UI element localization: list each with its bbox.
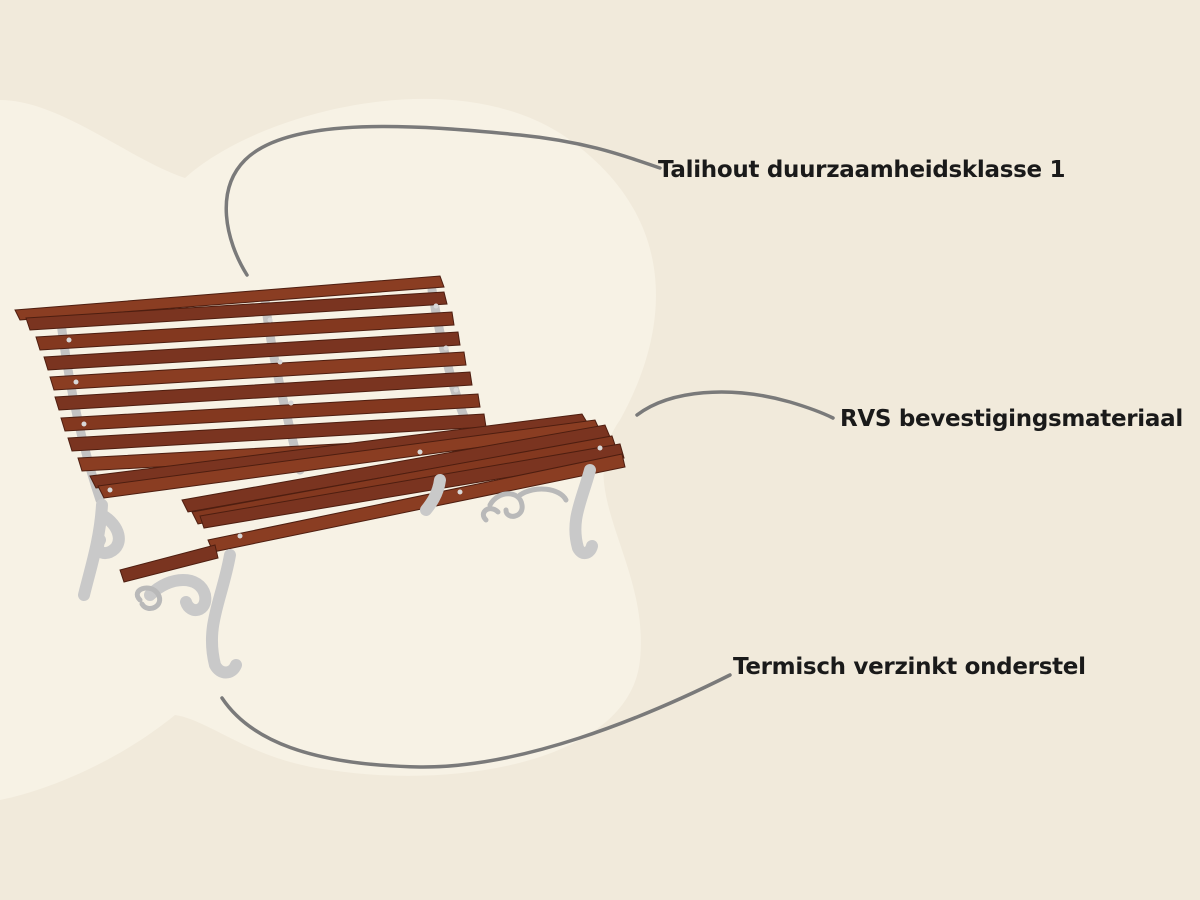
bench-fasteners	[66, 303, 603, 539]
connector-line-frame	[220, 673, 732, 769]
callout-frame-label: Termisch verzinkt onderstel	[733, 654, 1086, 680]
bench-illustration	[14, 275, 626, 679]
bench-scrolls	[134, 486, 569, 611]
callout-wood-label: Talihout duurzaamheidsklasse 1	[658, 157, 1066, 183]
bench-seat	[89, 413, 626, 583]
connector-line-fasteners	[635, 390, 835, 420]
bench-legs	[78, 464, 598, 679]
callout-fasteners-label: RVS bevestigingsmateriaal	[840, 406, 1183, 432]
connector-line-wood	[224, 124, 662, 277]
